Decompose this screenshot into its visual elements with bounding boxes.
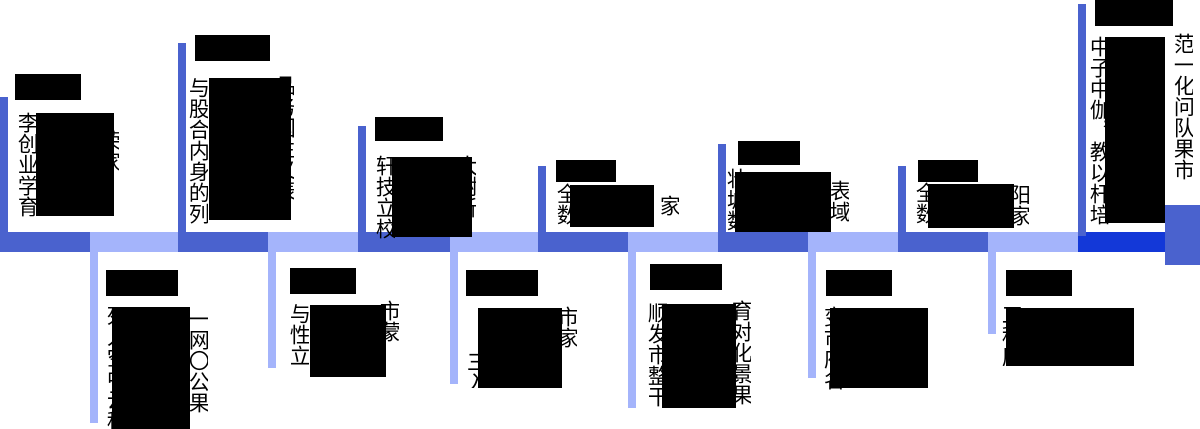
card-text-right-upper-5: 表域 [828, 180, 850, 222]
card-title-redaction-upper-3 [375, 117, 443, 141]
card-title-redaction-lower-3 [466, 270, 538, 296]
axis-segment-8[interactable] [628, 232, 718, 252]
card-text-left-lower-2: 与性立 [288, 303, 310, 366]
card-body-redaction-upper-3 [392, 157, 472, 237]
axis-segment-4[interactable] [268, 232, 358, 252]
card-text-right-upper-4: 家 [658, 195, 680, 216]
axis-segment-2[interactable] [90, 232, 178, 252]
card-title-redaction-lower-4 [650, 264, 722, 290]
axis-segment-7[interactable] [538, 232, 628, 252]
card-title-redaction-upper-2 [195, 35, 270, 61]
axis-segment-12[interactable] [988, 232, 1078, 252]
card-title-redaction-lower-6 [1006, 270, 1072, 296]
axis-segment-5[interactable] [358, 232, 450, 252]
axis-segment-1[interactable] [0, 232, 90, 252]
card-body-redaction-upper-1 [36, 113, 114, 216]
card-body-redaction-upper-5 [735, 172, 831, 232]
connector-stem-lower-3 [450, 248, 458, 384]
card-title-redaction-upper-7 [1095, 0, 1173, 26]
card-text-right-lower-1: 一网〇公果 [187, 308, 209, 413]
card-title-redaction-upper-1 [15, 74, 81, 100]
card-title-redaction-lower-1 [106, 270, 178, 296]
card-text-left-upper-2: 与股合内身的列 [187, 77, 209, 224]
axis-segment-10[interactable] [808, 232, 898, 252]
card-text-left-upper-3: 轩技立校 [374, 155, 396, 239]
card-body-redaction-lower-5 [830, 308, 928, 388]
connector-stem-upper-7 [1078, 4, 1086, 236]
card-body-redaction-lower-3 [478, 308, 562, 388]
connector-stem-upper-2 [178, 43, 186, 235]
connector-stem-lower-2 [268, 248, 276, 368]
card-body-redaction-upper-2 [209, 78, 291, 220]
card-body-redaction-lower-4 [662, 304, 736, 408]
card-text-left-upper-7: 中子中伽，教以杆培 [1088, 36, 1110, 225]
connector-stem-upper-5 [718, 144, 726, 236]
card-body-redaction-upper-4 [570, 185, 654, 227]
card-text-left-upper-1: 李创业学育 [16, 112, 38, 217]
axis-segment-9[interactable] [718, 232, 808, 252]
card-body-redaction-lower-6 [1006, 308, 1134, 366]
card-title-redaction-upper-4 [556, 160, 616, 182]
axis-segment-11[interactable] [898, 232, 988, 252]
connector-stem-upper-3 [358, 126, 366, 236]
axis-end-marker[interactable] [1165, 205, 1200, 265]
card-title-redaction-lower-5 [826, 270, 892, 296]
card-title-redaction-upper-6 [918, 160, 978, 182]
card-body-redaction-lower-1 [112, 307, 190, 429]
card-body-redaction-upper-6 [928, 184, 1014, 228]
connector-stem-upper-1 [0, 97, 8, 235]
connector-stem-lower-5 [808, 248, 816, 378]
connector-stem-lower-1 [90, 248, 98, 423]
connector-stem-upper-4 [538, 166, 546, 236]
connector-stem-upper-6 [898, 166, 906, 236]
card-body-redaction-lower-2 [310, 305, 386, 377]
axis-segment-3[interactable] [178, 232, 268, 252]
connector-stem-lower-6 [988, 248, 996, 334]
connector-stem-lower-4 [628, 248, 636, 408]
card-body-redaction-upper-7 [1105, 37, 1165, 223]
card-title-redaction-upper-5 [738, 141, 800, 165]
card-title-redaction-lower-2 [290, 268, 356, 294]
card-text-right-upper-7: 范一化问队果市 [1172, 33, 1194, 180]
axis-segment-13[interactable] [1078, 232, 1165, 252]
axis-segment-6[interactable] [450, 232, 538, 252]
